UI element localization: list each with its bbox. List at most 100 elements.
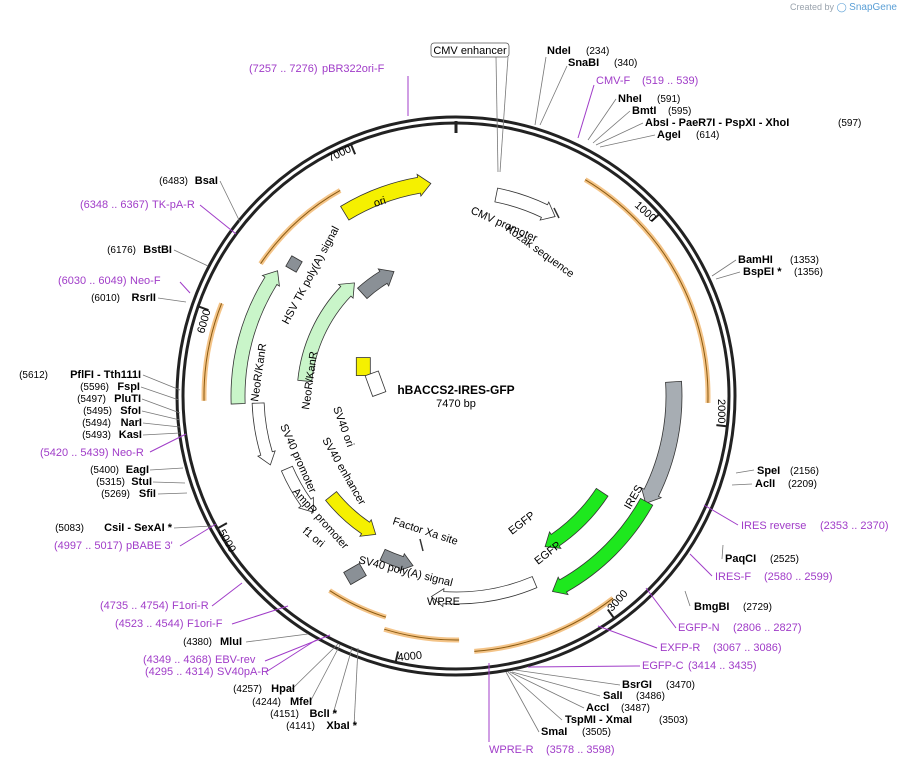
primer-f1ori-r: F1ori-R [172,600,209,612]
label-neo-1: NeoR/KanR [249,343,269,403]
leader-9 [735,469,755,474]
site-bamhi-num: (1353) [790,255,819,266]
primer-exfp-r-range: (3067 .. 3086) [713,642,782,654]
leader-20 [332,647,353,715]
site-pflfi-num: (5612) [19,370,48,381]
tick-mark-1000 [650,213,660,223]
primer-arc-line-5 [260,189,341,264]
label-kozak: Kozak sequence [503,223,576,281]
label-wpre: WPRE [427,596,460,608]
primer-leader-12 [645,587,677,629]
site-nhei: NheI [618,93,642,105]
site-mlui-num: (4380) [183,637,212,648]
feature-hsv-tk-block [285,255,303,273]
primer-exfp-r: EXFP-R [660,642,700,654]
leader-19 [309,644,341,703]
leader-31 [140,386,180,401]
leader-27 [142,432,181,436]
leader-13 [514,669,621,686]
leader-lines [140,56,755,742]
feature-sv40-enhancer [364,370,387,397]
site-kasi-num: (5493) [82,430,111,441]
leader-30 [141,398,181,414]
primer-leader-7 [231,605,289,625]
leader-12 [684,590,691,607]
site-rsrii: RsrII [132,292,156,304]
primer-wpre-r: WPRE-R [489,744,534,756]
site-agei: AgeI [657,129,681,141]
tick-mark-7000 [350,144,357,155]
site-hpai: HpaI [271,683,295,695]
site-smai: SmaI [541,726,567,738]
site-sfoi: SfoI [120,405,141,417]
leader-33 [157,297,187,303]
primer-ires-reverse-range: (2353 .. 2370) [820,520,889,532]
site-spei-num: (2156) [790,466,819,477]
site-bmgbi-num: (2729) [743,602,772,613]
leader-4 [592,110,631,144]
site-acli-num: (2209) [788,479,817,490]
primer-arc-line-0 [584,179,709,403]
primer-leader-2 [199,204,237,235]
site-csii: CsiI - SexAI * [104,522,173,534]
leader-35 [219,180,241,223]
primer-tk-pa-r: TK-pA-R [152,199,195,211]
leader-10 [731,483,753,486]
primer-arc-line-2 [384,628,460,641]
snapgene-credit: Created by ◯ SnapGene [790,2,897,13]
primer-arc-line-4 [203,303,223,401]
primer-ebv-rev: EBV-rev [215,654,256,666]
site-pflfi: PflFI - Tth111I [70,369,141,381]
site-pluti-num: (5497) [77,394,106,405]
snapgene-logo-icon: ◯ [836,2,847,12]
site-bsrgi-num: (3470) [666,680,695,691]
site-sfii-num: (5269) [101,489,130,500]
feature-sv40-polya [379,548,414,572]
site-bcli: BclI * [309,708,337,720]
primer-leader-11 [689,553,713,577]
tick-mark-4000 [394,651,400,662]
primer-egfp-c: EGFP-C [642,660,684,672]
primer-f1ori-r-range: (4735 .. 4754) [100,600,169,612]
primer-leader-8 [264,634,331,662]
label-cmv-enhancer: CMV enhancer [433,45,507,57]
leader-6 [599,134,656,148]
primer-arc-3 [328,588,387,620]
credit-brand: SnapGene [849,2,897,13]
label-sv40-enhancer: SV40 enhancer [319,436,367,508]
site-smai-num: (3505) [582,727,611,738]
site-nari: NarI [121,417,142,429]
leader-26 [149,467,184,471]
site-tspmi-num: (3503) [659,715,688,726]
leader-14 [511,671,601,697]
primer-ires-reverse: IRES reverse [741,520,806,532]
primer-pbr322ori-f: pBR322ori-F [322,63,385,75]
leader-3 [587,98,617,141]
primer-f1ori-f-range: (4523 .. 4544) [115,618,184,630]
tick-mark-2000 [716,424,727,428]
leader-17 [505,671,540,733]
primer-leader-13 [597,625,658,649]
sites-right: NdeI (234) SnaBI (340) NheI (591) BmtI (… [541,45,861,738]
site-xbai-num: (4141) [286,721,315,732]
feature-f1-ori [325,491,377,537]
feature-neor-2 [297,282,355,383]
leader-36 [495,56,499,173]
label-ori: ori [372,195,387,210]
site-sfii: SfiI [139,488,156,500]
primer-arc-line-1 [474,597,614,652]
primer-pbr322ori-f-range: (7257 .. 7276) [249,63,318,75]
tick-label-2000: 2000 [715,399,727,423]
site-bsrgi: BsrGI [622,679,652,691]
leader-25 [152,481,186,484]
site-ndei-num: (234) [586,46,609,57]
primer-leader-6 [211,582,243,607]
leader-28 [142,422,181,428]
site-spei: SpeI [757,465,780,477]
tick-mark-3000 [607,608,615,619]
plasmid-length: 7470 bp [436,398,476,410]
leader-21 [353,647,359,727]
feature-neor-1 [230,270,280,405]
site-agei-num: (614) [696,130,719,141]
site-xbai: XbaI * [326,720,357,732]
